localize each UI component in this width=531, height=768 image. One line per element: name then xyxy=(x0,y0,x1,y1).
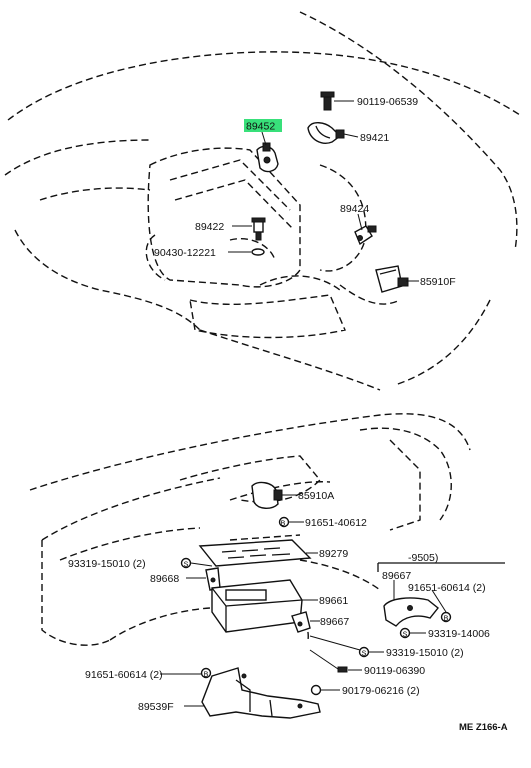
callout-s: S xyxy=(403,632,408,639)
label-89279[interactable]: 89279 xyxy=(319,548,348,560)
label-90430-12221[interactable]: 90430-12221 xyxy=(154,247,216,259)
label-90179-06216[interactable]: 90179-06216 (2) xyxy=(342,685,420,697)
label-89424[interactable]: 89424 xyxy=(340,203,369,215)
label-91651-60614-inset[interactable]: 91651-60614 (2) xyxy=(408,582,486,594)
bracket-89667-lower xyxy=(291,611,311,633)
inset-box xyxy=(377,562,505,572)
label-89452[interactable]: 89452 xyxy=(246,121,275,133)
label-89422[interactable]: 89422 xyxy=(195,221,224,233)
callout-s: S xyxy=(362,651,367,658)
bracket-89667-inset xyxy=(383,580,439,627)
label-91651-60614-left[interactable]: 91651-60614 (2) xyxy=(85,669,163,681)
callout-b: B xyxy=(444,616,449,623)
label-89667-inset[interactable]: 89667 xyxy=(382,570,411,582)
sensor-89452 xyxy=(256,142,279,173)
diagram-reference-code: ME Z166-A xyxy=(459,722,508,733)
bracket-89539F xyxy=(201,667,321,719)
relay-85910F xyxy=(375,265,409,293)
label-89539F[interactable]: 89539F xyxy=(138,701,174,713)
label-89668[interactable]: 89668 xyxy=(150,573,179,585)
gasket-90430-12221 xyxy=(251,248,265,256)
label-93319-15010-left[interactable]: 93319-15010 (2) xyxy=(68,558,146,570)
label-85910A[interactable]: 85910A xyxy=(298,490,334,502)
label-ref-9505: -9505) xyxy=(408,552,438,564)
label-93319-14006[interactable]: 93319-14006 xyxy=(428,628,490,640)
engine-bay-illustration xyxy=(4,11,521,391)
bolt-90119-06390 xyxy=(309,649,348,673)
sensor-89424 xyxy=(354,225,377,246)
callout-b: B xyxy=(281,521,286,528)
callout-s: S xyxy=(184,562,189,569)
label-90119-06390[interactable]: 90119-06390 xyxy=(364,665,425,677)
bolt-90119-06539 xyxy=(320,91,335,111)
sensor-89421 xyxy=(307,122,345,144)
callout-b: B xyxy=(204,672,209,679)
label-89667-lower[interactable]: 89667 xyxy=(320,616,349,628)
label-91651-40612[interactable]: 91651-40612 xyxy=(305,517,367,529)
label-89279 xyxy=(198,539,312,567)
highlight-89452: 89452 xyxy=(244,119,282,133)
label-90119-06539[interactable]: 90119-06539 xyxy=(357,96,418,108)
ecu-89661 xyxy=(211,579,303,633)
label-89661[interactable]: 89661 xyxy=(319,595,348,607)
label-93319-15010-right[interactable]: 93319-15010 (2) xyxy=(386,647,464,659)
sensor-89422 xyxy=(251,217,266,241)
label-85910F[interactable]: 85910F xyxy=(420,276,456,288)
label-89421[interactable]: 89421 xyxy=(360,132,389,144)
